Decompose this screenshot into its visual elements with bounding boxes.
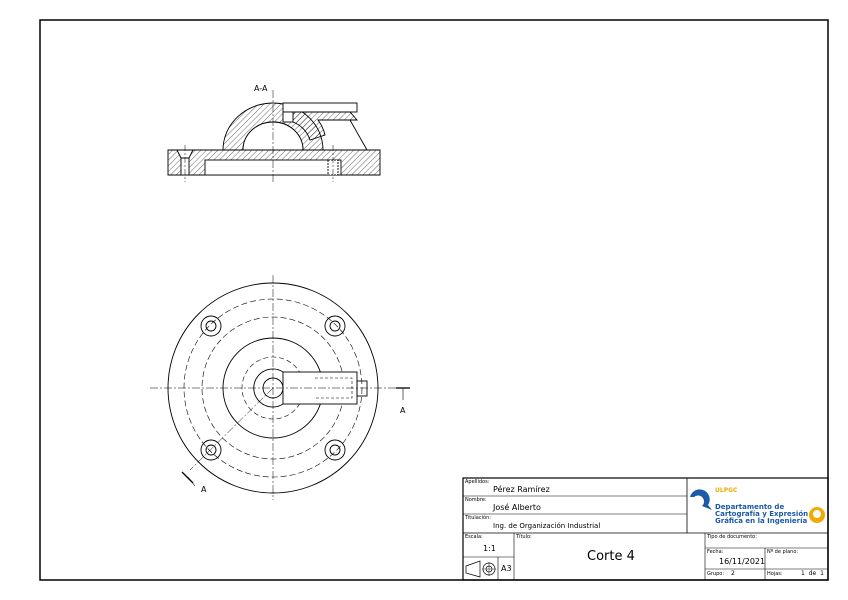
grupo-value: 2 xyxy=(731,570,735,577)
logo-dept-line3: Gráfica en la Ingeniería xyxy=(715,517,808,525)
apellidos-label: Apellidos: xyxy=(465,479,490,485)
section-view xyxy=(167,90,381,182)
titulacion-value: Ing. de Organización Industrial xyxy=(493,522,601,530)
department-mascot-icon xyxy=(809,507,825,523)
drawing-frame xyxy=(39,19,829,581)
titulacion-label: Titulación: xyxy=(465,515,491,521)
nombre-value: José Alberto xyxy=(493,503,541,512)
format-value: A3 xyxy=(501,564,512,573)
escala-value: 1:1 xyxy=(483,544,496,553)
title-block xyxy=(462,477,829,581)
plan-view xyxy=(150,275,410,500)
hojas-value: 1 de 1 xyxy=(801,570,824,577)
fecha-label: Fecha: xyxy=(707,549,724,555)
nombre-label: Nombre: xyxy=(465,497,487,503)
bolt-holes xyxy=(200,315,346,461)
grupo-label: Grupo: xyxy=(707,571,725,577)
logo-dept-line1: Departamento de xyxy=(715,503,785,511)
plano-label: Nº de plano: xyxy=(767,549,799,555)
logo-dept-line2: Cartografía y Expresión xyxy=(715,510,809,518)
titulo-value: Corte 4 xyxy=(587,549,635,564)
tipo-documento-label: Tipo de documento: xyxy=(707,534,757,540)
hojas-label: Hojas: xyxy=(767,571,783,577)
apellidos-value: Pérez Ramírez xyxy=(493,485,550,494)
projection-symbol-icon xyxy=(465,560,496,578)
section-label: A-A xyxy=(254,84,268,93)
cut-plane-label-left: A xyxy=(201,485,207,494)
escala-label: Escala: xyxy=(465,534,483,540)
ulpgc-logo-icon xyxy=(690,489,712,510)
logo-university: ULPGC xyxy=(715,487,738,494)
cut-plane-label-right: A xyxy=(400,406,406,415)
titulo-label: Título: xyxy=(516,534,532,540)
fecha-value: 16/11/2021 xyxy=(719,557,766,566)
